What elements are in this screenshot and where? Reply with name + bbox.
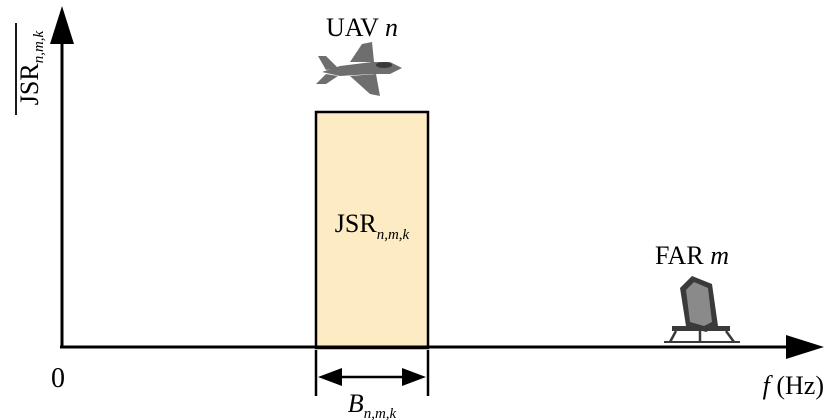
y-axis-label-main: JSR [15, 63, 44, 106]
origin-label: 0 [51, 363, 65, 394]
svg-text:JSRn,m,k: JSRn,m,k [15, 30, 47, 105]
band-label: JSRn,m,k [335, 209, 410, 243]
bandwidth-label: Bn,m,k [348, 389, 397, 420]
uav-label: UAV n [326, 13, 398, 42]
uav-label-main: UAV [326, 13, 385, 42]
x-axis-arrowhead [786, 335, 824, 359]
bandwidth-arrowhead-left [318, 368, 342, 386]
fighter-jet-icon [316, 42, 402, 96]
far-label-index: m [710, 241, 729, 270]
bandwidth-arrowhead-right [402, 368, 426, 386]
uav-label-index: n [385, 13, 398, 42]
y-axis-label: JSRn,m,k [15, 23, 47, 115]
band-label-subscript: n,m,k [377, 227, 410, 243]
y-axis-label-subscript: n,m,k [31, 30, 47, 63]
x-axis-unit: (Hz) [770, 371, 824, 400]
x-axis-label: f (Hz) [763, 371, 824, 400]
x-axis-variable: f [763, 371, 774, 400]
jamming-band-rect [314, 110, 430, 350]
y-axis-arrowhead [50, 6, 74, 44]
bandwidth-label-main: B [348, 389, 364, 418]
far-label: FAR m [655, 241, 729, 270]
radar-antenna-icon [664, 276, 740, 343]
bandwidth-label-subscript: n,m,k [364, 406, 397, 420]
far-label-main: FAR [655, 241, 710, 270]
band-label-main: JSR [335, 209, 378, 238]
